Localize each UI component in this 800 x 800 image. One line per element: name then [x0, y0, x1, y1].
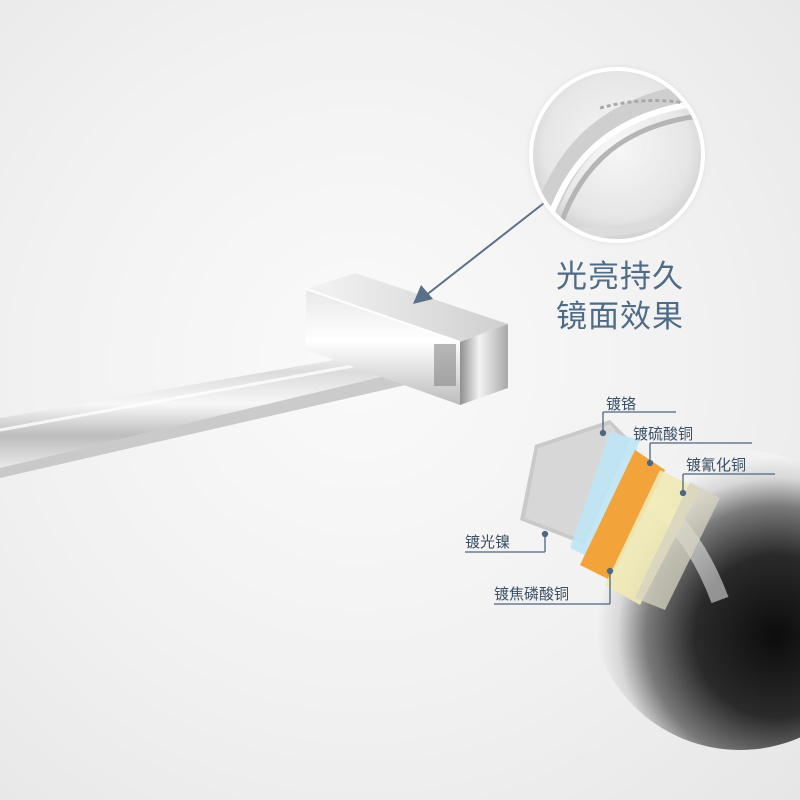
cyan-layer: [570, 432, 640, 560]
orange-layer: [580, 450, 665, 580]
caption-line-2: 镜面效果: [556, 299, 684, 335]
plating-diagram: [465, 411, 800, 750]
magnifier-icon: [529, 67, 705, 243]
grey-layer: [635, 482, 720, 610]
wall-mount: [305, 273, 508, 405]
arrow-icon: [413, 195, 554, 304]
caption-line-1: 光亮持久: [556, 259, 684, 295]
label-cyanide-copper: 镀氰化铜: [686, 456, 747, 474]
label-acid-copper: 镀硫酸铜: [633, 425, 694, 443]
label-chrome: 镀铬: [606, 395, 637, 413]
label-pyrophosphate-copper: 镀焦磷酸铜: [494, 585, 570, 603]
cream-layer: [605, 470, 700, 605]
label-bright-nickel: 镀光镍: [465, 533, 511, 551]
